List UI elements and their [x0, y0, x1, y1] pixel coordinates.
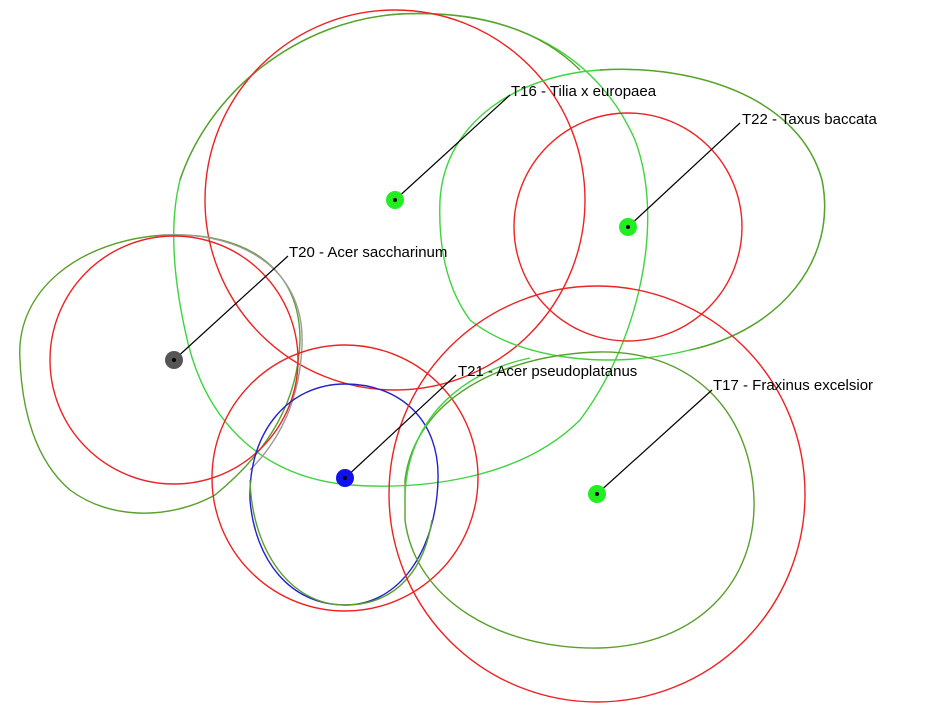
t20-canopy-outline-olive [19, 234, 301, 514]
t16-canopy-outline-olive [179, 12, 581, 181]
t21-root-protection-area [211, 344, 479, 612]
tree-t20 [19, 234, 303, 514]
tree-t21 [211, 344, 479, 612]
t21-leader-line [344, 374, 457, 479]
t22-canopy-outline-olive [599, 68, 826, 351]
tree-markers [165, 191, 637, 503]
t16-root-protection-area [204, 9, 586, 391]
tree-t22 [439, 68, 826, 361]
tree-t17 [388, 285, 806, 703]
t17-leader-line [596, 389, 713, 495]
leader-lines [173, 94, 741, 495]
t20-stem-dot [172, 358, 176, 362]
t22-root-protection-area [513, 112, 743, 342]
t16-label: T16 - Tilia x europaea [511, 83, 657, 100]
t17-root-protection-area [388, 285, 806, 703]
t21-canopy-outline-olive [249, 479, 433, 606]
t17-canopy-outline-green [404, 357, 531, 501]
t17-stem-dot [595, 492, 599, 496]
t21-label: T21 - Acer pseudoplatanus [458, 363, 637, 380]
t16-stem-dot [393, 198, 397, 202]
t22-leader-line [627, 122, 741, 228]
t22-stem-dot [626, 225, 630, 229]
t20-root-protection-area [49, 235, 299, 485]
tree-labels: T16 - Tilia x europaea T22 - Taxus bacca… [289, 83, 877, 394]
t17-label: T17 - Fraxinus excelsior [713, 377, 873, 394]
t20-label: T20 - Acer saccharinum [289, 244, 447, 261]
t20-leader-line [173, 255, 289, 361]
t22-label: T22 - Taxus baccata [742, 111, 877, 128]
t16-leader-line [394, 94, 511, 201]
t20-canopy-outline-grey [164, 234, 303, 471]
t17-canopy-outline [404, 351, 755, 649]
tree-t16 [173, 9, 649, 487]
t21-stem-dot [343, 476, 347, 480]
